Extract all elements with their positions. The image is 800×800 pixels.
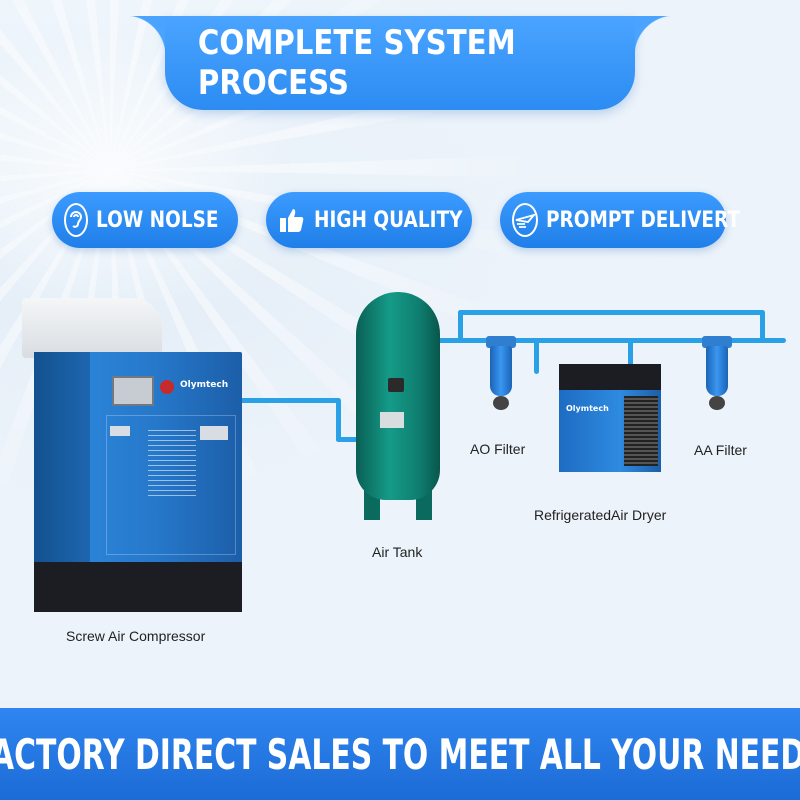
- pipe: [458, 310, 764, 315]
- ao-filter-label: AO Filter: [470, 441, 526, 457]
- compressor-door: [106, 415, 236, 555]
- header-banner: COMPLETE SYSTEM PROCESS: [125, 16, 675, 110]
- page-title: COMPLETE SYSTEM PROCESS: [197, 23, 516, 103]
- feature-pill-prompt-delivery: PROMPT DELIVERT: [500, 192, 740, 248]
- pipe: [336, 398, 341, 442]
- compressor-control-screen: [112, 376, 154, 406]
- dryer-grill: [624, 396, 658, 466]
- compressor-vent: [200, 426, 228, 440]
- pipe: [336, 437, 360, 442]
- feature-label: LOW NOLSE: [96, 207, 219, 233]
- pressure-gauge-icon: [388, 378, 404, 392]
- dryer-brand-logo: Olymtech: [566, 404, 609, 413]
- ear-icon: [64, 203, 88, 237]
- pipe: [534, 338, 539, 374]
- compressor-base: [34, 562, 242, 612]
- pipe: [240, 398, 340, 403]
- feature-label: HIGH QUALITY: [314, 207, 463, 233]
- thumbs-up-icon: [278, 203, 306, 237]
- feature-label: PROMPT DELIVERT: [546, 207, 741, 233]
- ao-filter: [486, 336, 516, 416]
- pipe: [628, 338, 633, 368]
- pipe: [458, 310, 463, 342]
- compressor-label: Screw Air Compressor: [66, 628, 206, 644]
- tank-label: Air Tank: [372, 544, 423, 560]
- emergency-stop-icon: [160, 380, 174, 394]
- pipe: [438, 338, 786, 343]
- dryer-label: RefrigeratedAir Dryer: [534, 507, 667, 523]
- aa-filter: [702, 336, 732, 416]
- dryer-control-panel: [559, 364, 661, 390]
- tank-nameplate: [380, 412, 404, 428]
- footer-banner: FACTORY DIRECT SALES TO MEET ALL YOUR NE…: [0, 708, 800, 800]
- compressor-brand-logo: Olymtech: [180, 380, 229, 390]
- air-tank: [356, 292, 440, 500]
- delivery-plane-icon: [512, 203, 538, 237]
- compressor-duct: [22, 298, 162, 358]
- feature-pill-high-quality: HIGH QUALITY: [266, 192, 472, 248]
- pipe: [760, 310, 765, 342]
- compressor-spec-label: [148, 430, 196, 500]
- compressor-vent: [110, 426, 130, 436]
- footer-slogan: FACTORY DIRECT SALES TO MEET ALL YOUR NE…: [0, 729, 800, 779]
- aa-filter-label: AA Filter: [694, 442, 747, 458]
- feature-pill-low-noise: LOW NOLSE: [52, 192, 238, 248]
- compressor-side-panel: [34, 352, 90, 564]
